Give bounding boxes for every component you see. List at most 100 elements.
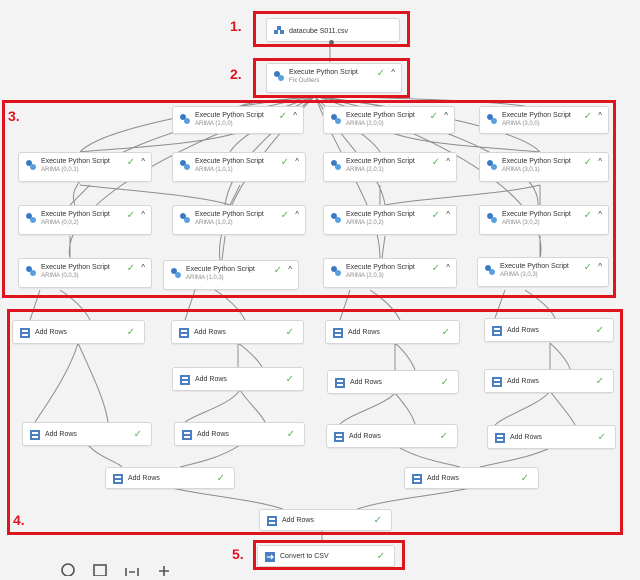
success-check-icon: ✓	[216, 473, 225, 484]
success-check-icon: ✓	[439, 431, 448, 442]
collapse-caret-icon[interactable]: ^	[444, 111, 448, 120]
success-check-icon: ✓	[431, 263, 440, 274]
success-check-icon: ✓	[278, 111, 287, 122]
convert-to-csv-node[interactable]: Convert to CSV ✓	[257, 545, 395, 567]
node-title: Execute Python Script	[186, 266, 255, 273]
arima-102-node[interactable]: Execute Python Script ARIMA (1,0,2) ✓ ^	[172, 205, 306, 235]
add-rows-node[interactable]: Add Rows ✓	[105, 467, 235, 489]
add-rows-node[interactable]: Add Rows ✓	[22, 422, 152, 446]
add-rows-final-node[interactable]: Add Rows ✓	[259, 509, 392, 531]
add-rows-icon	[20, 328, 30, 338]
node-subtitle: ARIMA (1,0,2)	[195, 220, 233, 226]
add-rows-icon	[333, 328, 343, 338]
dataset-icon	[274, 26, 284, 34]
add-rows-node[interactable]: Add Rows ✓	[326, 424, 458, 448]
collapse-caret-icon[interactable]: ^	[141, 263, 145, 272]
add-rows-node[interactable]: Add Rows ✓	[484, 369, 614, 393]
arima-101-node[interactable]: Execute Python Script ARIMA (1,0,1) ✓ ^	[172, 152, 306, 182]
node-title: Add Rows	[507, 378, 539, 385]
node-subtitle: ARIMA (2,0,2)	[346, 220, 384, 226]
arima-203-node[interactable]: Execute Python Script ARIMA (2,0,3) ✓ ^	[323, 258, 457, 288]
collapse-caret-icon[interactable]: ^	[598, 111, 602, 120]
arima-202-node[interactable]: Execute Python Script ARIMA (2,0,2) ✓ ^	[323, 205, 457, 235]
arima-001-node[interactable]: Execute Python Script ARIMA (0,0,1) ✓ ^	[18, 152, 152, 182]
node-subtitle: Fix Outliers	[289, 78, 320, 84]
highlight-box-4	[7, 309, 623, 535]
collapse-caret-icon[interactable]: ^	[288, 265, 292, 274]
node-title: Add Rows	[350, 379, 382, 386]
python-script-icon	[180, 160, 190, 170]
node-title: Add Rows	[35, 329, 67, 336]
python-script-icon	[180, 114, 190, 124]
success-check-icon: ✓	[286, 429, 295, 440]
add-rows-icon	[179, 328, 189, 338]
fit-icon[interactable]	[124, 560, 140, 580]
node-title: Execute Python Script	[41, 211, 110, 218]
collapse-caret-icon[interactable]: ^	[598, 157, 602, 166]
add-rows-node[interactable]: Add Rows ✓	[404, 467, 539, 489]
arima-301-node[interactable]: Execute Python Script ARIMA (3,0,1) ✓ ^	[479, 152, 609, 182]
node-title: Execute Python Script	[346, 112, 415, 119]
node-title: Execute Python Script	[289, 69, 358, 76]
add-rows-icon	[267, 516, 277, 526]
step-label-2: 2.	[230, 66, 242, 82]
node-title: Add Rows	[194, 329, 226, 336]
collapse-caret-icon[interactable]: ^	[141, 210, 145, 219]
node-title: Add Rows	[427, 475, 459, 482]
arima-103-node[interactable]: Execute Python Script ARIMA (1,0,3) ✓ ^	[163, 260, 299, 290]
add-rows-node[interactable]: Add Rows ✓	[172, 367, 304, 391]
collapse-caret-icon[interactable]: ^	[598, 262, 602, 271]
arima-100-node[interactable]: Execute Python Script ARIMA (1,0,0) ✓ ^	[172, 106, 304, 134]
circle-icon[interactable]	[60, 560, 76, 580]
success-check-icon: ✓	[126, 157, 135, 168]
python-script-icon	[180, 213, 190, 223]
node-subtitle: ARIMA (3,0,3)	[500, 272, 538, 278]
collapse-caret-icon[interactable]: ^	[141, 157, 145, 166]
add-rows-node[interactable]: Add Rows ✓	[12, 320, 145, 344]
collapse-caret-icon[interactable]: ^	[446, 210, 450, 219]
add-rows-node[interactable]: Add Rows ✓	[487, 425, 616, 449]
add-rows-icon	[334, 432, 344, 442]
collapse-caret-icon[interactable]: ^	[446, 263, 450, 272]
node-title: Add Rows	[510, 434, 542, 441]
success-check-icon: ✓	[376, 68, 385, 79]
fix-outliers-node[interactable]: Execute Python Script Fix Outliers ✓ ^	[266, 63, 402, 93]
dataset-node[interactable]: datacube S011.csv	[266, 18, 400, 45]
add-rows-node[interactable]: Add Rows ✓	[484, 318, 614, 342]
success-check-icon: ✓	[280, 210, 289, 221]
step-label-4: 4.	[13, 512, 25, 528]
arima-200-node[interactable]: Execute Python Script ARIMA (2,0,0) ✓ ^	[323, 106, 455, 134]
collapse-caret-icon[interactable]: ^	[446, 157, 450, 166]
add-rows-icon	[30, 430, 40, 440]
plus-icon[interactable]	[156, 560, 172, 580]
success-check-icon: ✓	[440, 377, 449, 388]
arima-303-node[interactable]: Execute Python Script ARIMA (3,0,3) ✓ ^	[477, 257, 609, 287]
add-rows-node[interactable]: Add Rows ✓	[174, 422, 305, 446]
arima-003-node[interactable]: Execute Python Script ARIMA (0,0,3) ✓ ^	[18, 258, 152, 288]
add-rows-node[interactable]: Add Rows ✓	[327, 370, 459, 394]
success-check-icon: ✓	[595, 325, 604, 336]
node-title: Add Rows	[45, 431, 77, 438]
arima-002-node[interactable]: Execute Python Script ARIMA (0,0,2) ✓ ^	[18, 205, 152, 235]
add-rows-node[interactable]: Add Rows ✓	[171, 320, 304, 344]
collapse-caret-icon[interactable]: ^	[295, 210, 299, 219]
step-label-5: 5.	[232, 546, 244, 562]
node-title: Add Rows	[348, 329, 380, 336]
arima-201-node[interactable]: Execute Python Script ARIMA (2,0,1) ✓ ^	[323, 152, 457, 182]
collapse-caret-icon[interactable]: ^	[295, 157, 299, 166]
collapse-caret-icon[interactable]: ^	[598, 210, 602, 219]
python-script-icon	[331, 114, 341, 124]
arima-300-node[interactable]: Execute Python Script ARIMA (3,0,0) ✓ ^	[479, 106, 609, 134]
add-rows-icon	[182, 430, 192, 440]
python-script-icon	[331, 213, 341, 223]
arima-302-node[interactable]: Execute Python Script ARIMA (3,0,2) ✓ ^	[479, 205, 609, 235]
add-rows-icon	[495, 433, 505, 443]
success-check-icon: ✓	[376, 551, 385, 562]
collapse-caret-icon[interactable]: ^	[293, 111, 297, 120]
square-icon[interactable]	[92, 560, 108, 580]
collapse-caret-icon[interactable]: ^	[391, 68, 395, 77]
add-rows-node[interactable]: Add Rows ✓	[325, 320, 460, 344]
python-script-icon	[487, 213, 497, 223]
node-title: Execute Python Script	[502, 112, 571, 119]
